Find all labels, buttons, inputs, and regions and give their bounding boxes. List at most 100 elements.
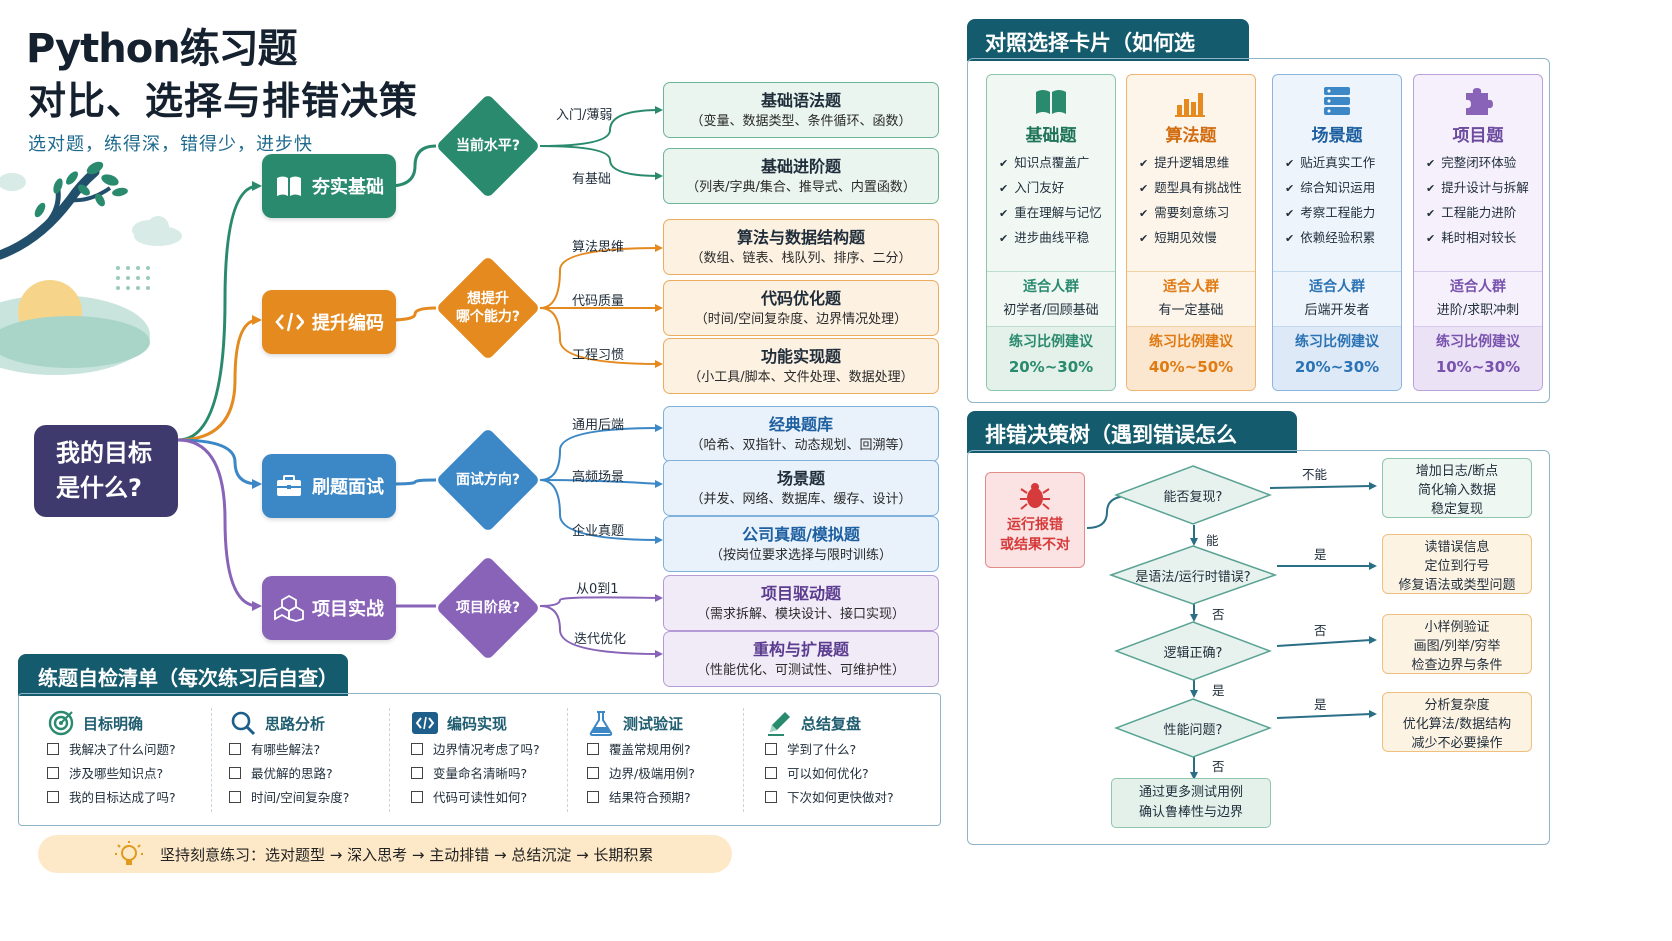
outcome-performance: 分析复杂度优化算法/数据结构减少不必要操作 [1382,692,1532,752]
option-classic: 经典题库 （哈希、双指针、动态规划、回溯等） [663,406,939,462]
category-coding: 提升编码 [262,290,396,354]
checklist-title: 练题自检清单（每次练习后自查） [18,654,348,696]
checklist-item[interactable]: 学到了什么? [765,738,943,762]
page-subtitle: 选对题，练得深，错得少，进步快 [28,134,313,155]
debug-panel-title: 排错决策树（遇到错误怎么办?） [967,411,1297,477]
branch-label: 算法思维 [572,240,625,255]
question-ability: 想提升哪个能力? [435,255,541,361]
option-feature: 功能实现题 （小工具/脚本、文件处理、数据处理） [663,338,939,394]
label-can: 能 [1206,533,1219,548]
question-syntax-error: 是语法/运行时错误? [1109,544,1277,606]
option-refactor: 重构与扩展题 （性能优化、可测试性、可维护性） [663,631,939,687]
card-project: 项目题 完整闭环体验 提升设计与拆解 工程能力进阶 耗时相对较长 适合人群 进阶… [1413,74,1543,391]
question-level: 当前水平? [435,93,541,199]
question-interview: 面试方向? [435,427,541,533]
label-fou: 否 [1314,623,1327,638]
label-yes: 是 [1314,697,1327,712]
category-label: 刷题面试 [312,477,384,498]
checklist-panel: 目标明确 我解决了什么问题? 涉及哪些知识点? 我的目标达成了吗? 思路分析 有… [18,693,941,826]
branch-label: 代码质量 [572,294,625,309]
debug-start-node: 运行报错 或结果不对 [985,472,1085,568]
branch-label: 通用后端 [572,418,625,433]
checklist-item[interactable]: 边界/极端用例? [587,762,765,786]
category-project: 项目实战 [262,576,396,640]
branch-label: 企业真题 [572,524,625,539]
code-icon [274,307,304,337]
goal-node: 我的目标 是什么? [34,425,178,517]
bug-icon [1020,483,1050,510]
tree-illustration [0,161,160,375]
book-icon [987,75,1115,121]
checklist-item[interactable]: 最优解的思路? [229,762,407,786]
server-icon [1273,75,1401,121]
pencil-icon [765,709,793,737]
category-label: 夯实基础 [312,177,384,198]
checklist-item[interactable]: 我解决了什么问题? [47,738,225,762]
branch-label: 迭代优化 [574,632,627,647]
outcome-syntax: 读错误信息定位到行号修复语法或类型问题 [1382,534,1532,594]
card-algorithm: 算法题 提升逻辑思维 题型具有挑战性 需要刻意练习 短期见效慢 适合人群 有一定… [1126,74,1256,391]
label-no: 不能 [1302,467,1328,482]
option-project-driven: 项目驱动题 （需求拆解、模块设计、接口实现） [663,575,939,631]
target-icon [47,709,75,737]
checklist-item[interactable]: 代码可读性如何? [411,786,589,810]
compare-panel [967,58,1550,403]
checklist-column-goal: 目标明确 我解决了什么问题? 涉及哪些知识点? 我的目标达成了吗? [47,708,225,810]
option-optimize: 代码优化题 （时间/空间复杂度、边界情况处理） [663,280,939,336]
page-title: Python练习题 [26,26,298,72]
category-label: 项目实战 [312,599,384,620]
checklist-column-analysis: 思路分析 有哪些解法? 最优解的思路? 时间/空间复杂度? [229,708,407,810]
briefcase-icon [274,471,304,501]
search-icon [229,709,257,737]
checklist-item[interactable]: 结果符合预期? [587,786,765,810]
branch-label: 工程习惯 [572,348,625,363]
puzzle-icon [1414,75,1542,121]
option-company: 公司真题/模拟题 （按岗位要求选择与限时训练） [663,516,939,572]
option-basic-syntax: 基础语法题 （变量、数据类型、条件循环、函数） [663,82,939,138]
cubes-icon [274,593,304,623]
compare-panel-title: 对照选择卡片（如何选题?） [967,19,1249,85]
checklist-item[interactable]: 覆盖常规用例? [587,738,765,762]
outcome-reproduce: 增加日志/断点简化输入数据稳定复现 [1382,458,1532,518]
book-icon [274,171,304,201]
question-performance: 性能问题? [1114,697,1272,759]
checklist-item[interactable]: 有哪些解法? [229,738,407,762]
final-node: 通过更多测试用例确认鲁棒性与边界 [1111,778,1271,828]
checklist-item[interactable]: 边界情况考虑了吗? [411,738,589,762]
branch-label: 高频场景 [572,470,625,485]
lightbulb-icon [114,840,144,874]
goal-label-line2: 是什么? [56,474,142,502]
option-algorithm: 算法与数据结构题 （数组、链表、栈队列、排序、二分） [663,219,939,275]
footer-banner: 坚持刻意练习：选对题型 → 深入思考 → 主动排错 → 总结沉淀 → 长期积累 [38,835,732,873]
checklist-item[interactable]: 下次如何更快做对? [765,786,943,810]
card-scenario: 场景题 贴近真实工作 综合知识运用 考察工程能力 依赖经验积累 适合人群 后端开… [1272,74,1402,391]
checklist-column-coding: 编码实现 边界情况考虑了吗? 变量命名清晰吗? 代码可读性如何? [411,708,589,810]
checklist-item[interactable]: 可以如何优化? [765,762,943,786]
checklist-column-review: 总结复盘 学到了什么? 可以如何优化? 下次如何更快做对? [765,708,943,810]
checklist-item[interactable]: 涉及哪些知识点? [47,762,225,786]
option-basic-advanced: 基础进阶题 （列表/字典/集合、推导式、内置函数） [663,148,939,204]
label-yes: 是 [1212,683,1225,698]
bar-chart-icon [1127,75,1255,121]
question-stage: 项目阶段? [435,555,541,661]
checklist-item[interactable]: 变量命名清晰吗? [411,762,589,786]
cloud-illustration [134,216,182,246]
branch-label: 从0到1 [576,582,619,597]
goal-label-line1: 我的目标 [56,439,152,467]
footer-text: 坚持刻意练习：选对题型 → 深入思考 → 主动排错 → 总结沉淀 → 长期积累 [160,845,654,864]
category-interview: 刷题面试 [262,454,396,518]
mindmap-connectors [177,106,663,658]
checklist-item[interactable]: 时间/空间复杂度? [229,786,407,810]
flask-icon [587,709,615,737]
category-label: 提升编码 [312,313,384,334]
checklist-item[interactable]: 我的目标达成了吗? [47,786,225,810]
question-reproducible: 能否复现? [1114,464,1272,526]
debug-panel [967,450,1550,845]
branch-label: 有基础 [572,172,612,187]
card-basic: 基础题 知识点覆盖广 入门友好 重在理解与记忆 进步曲线平稳 适合人群 初学者/… [986,74,1116,391]
page-title-line2: 对比、选择与排错决策 [28,79,419,123]
checklist-column-testing: 测试验证 覆盖常规用例? 边界/极端用例? 结果符合预期? [587,708,765,810]
option-scenario: 场景题 （并发、网络、数据库、缓存、设计） [663,460,939,516]
label-fou: 否 [1212,759,1225,774]
code-icon [411,709,439,737]
